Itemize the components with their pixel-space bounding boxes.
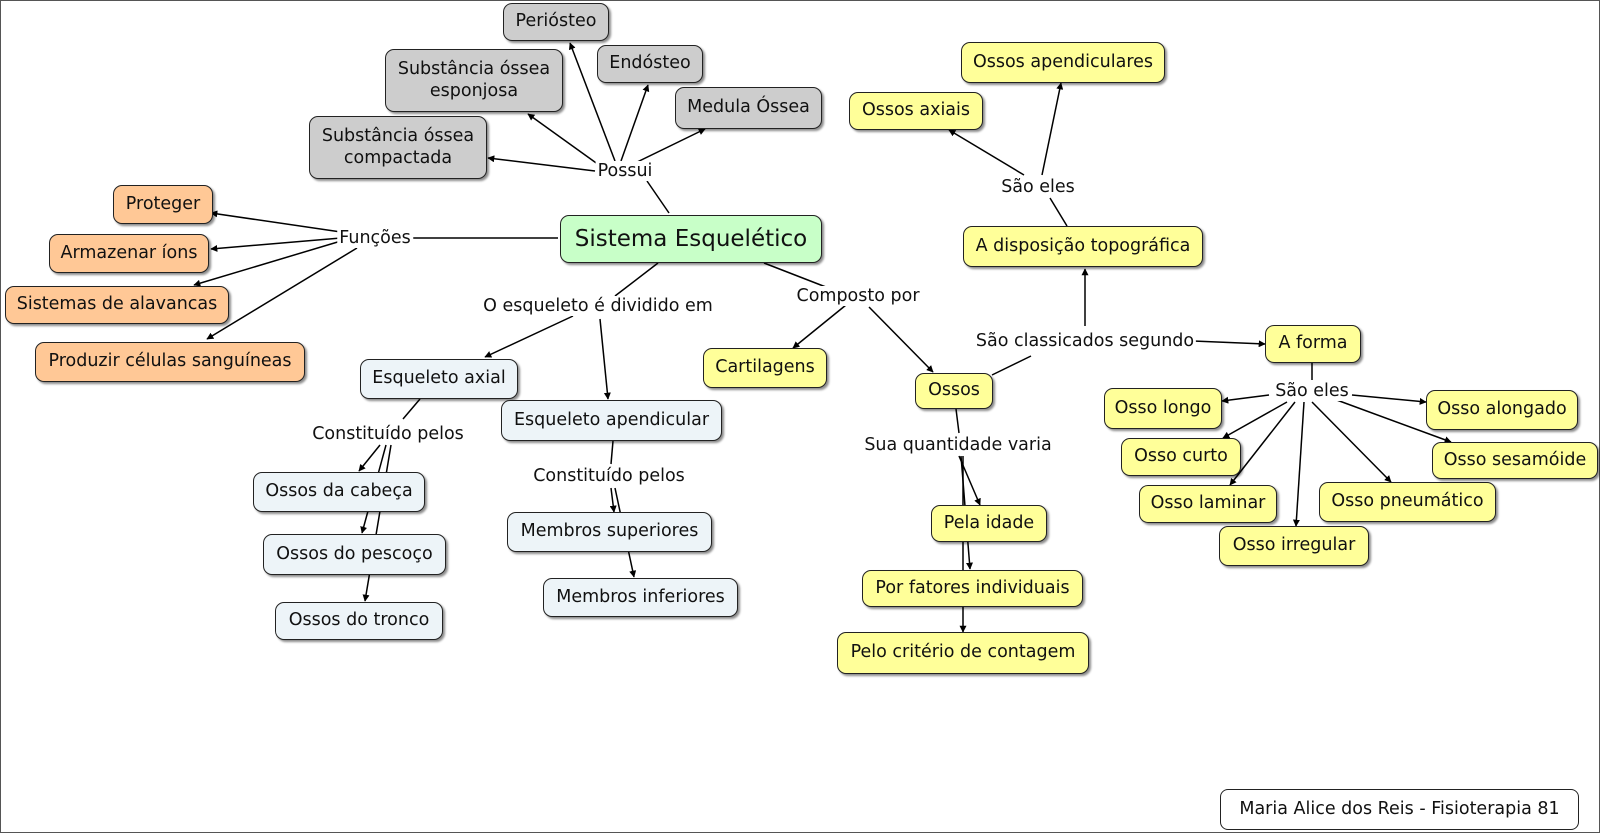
connector-line [955, 408, 960, 434]
link-label-constituido-apendicular: Constituído pelos [531, 466, 687, 486]
node-ossos-pescoco[interactable]: Ossos do pescoço [263, 534, 446, 575]
node-osso-longo[interactable]: Osso longo [1104, 388, 1222, 429]
connector-line [646, 180, 670, 214]
connector-line [402, 398, 421, 420]
node-proteger[interactable]: Proteger [113, 185, 213, 224]
connector-line [628, 128, 706, 167]
node-fatores-individuais[interactable]: Por fatores individuais [862, 570, 1083, 607]
node-osso-laminar[interactable]: Osso laminar [1139, 485, 1277, 523]
node-membros-inferiores[interactable]: Membros inferiores [543, 578, 738, 617]
link-label-composto: Composto por [794, 286, 922, 306]
node-a-forma[interactable]: A forma [1265, 325, 1361, 363]
connector-line [1311, 401, 1392, 483]
connector-line [792, 304, 847, 349]
connector-line [868, 306, 934, 373]
node-periosteo[interactable]: Periósteo [503, 3, 609, 41]
connector-line [610, 440, 614, 465]
connector-line [1333, 398, 1452, 444]
node-criterio-contagem[interactable]: Pelo critério de contagem [837, 632, 1089, 674]
connector-line [1049, 197, 1068, 227]
connector-line [487, 155, 596, 172]
node-membros-superiores[interactable]: Membros superiores [507, 512, 712, 552]
connector-line [1222, 401, 1288, 439]
connector-line [614, 262, 659, 297]
connector-line [620, 84, 650, 162]
node-substancia-esponjosa[interactable]: Substância óssea esponjosa [385, 49, 563, 112]
node-ossos[interactable]: Ossos [915, 373, 993, 409]
connector-line [568, 42, 616, 162]
connector-line [948, 129, 1025, 176]
connector-line [193, 240, 342, 287]
link-label-constituido-axial: Constituído pelos [310, 424, 466, 444]
connector-line [763, 262, 832, 290]
connector-line [609, 487, 617, 513]
connector-line [527, 113, 600, 166]
link-label-sao-eles-forma: São eles [1273, 381, 1351, 401]
connector-line [1041, 82, 1064, 176]
node-armazenar-ions[interactable]: Armazenar íons [49, 234, 209, 273]
connector-line [1351, 394, 1427, 405]
connector-line [1229, 401, 1296, 486]
connector-line [484, 315, 574, 358]
node-osso-alongado[interactable]: Osso alongado [1426, 390, 1578, 430]
connector-line [358, 444, 381, 472]
node-disposicao-topografica[interactable]: A disposição topográfica [963, 226, 1203, 267]
link-label-quantidade: Sua quantidade varia [862, 435, 1054, 455]
link-label-possui: Possui [595, 161, 655, 181]
connector-line [991, 355, 1032, 376]
connector-line [1292, 401, 1305, 527]
node-cartilagens[interactable]: Cartilagens [703, 348, 827, 388]
node-ossos-tronco[interactable]: Ossos do tronco [275, 602, 443, 640]
connector-line [206, 247, 358, 340]
connector-line [362, 444, 392, 602]
link-label-funcoes: Funções [337, 228, 413, 248]
link-label-sao-eles-topografica: São eles [999, 177, 1077, 197]
node-esqueleto-apendicular[interactable]: Esqueleto apendicular [501, 400, 722, 441]
link-label-dividido: O esqueleto é dividido em [481, 296, 715, 316]
root-node[interactable]: Sistema Esquelético [560, 215, 822, 263]
connector-line [210, 237, 342, 252]
node-osso-pneumatico[interactable]: Osso pneumático [1319, 482, 1496, 522]
connector-line [599, 318, 611, 400]
node-osso-curto[interactable]: Osso curto [1121, 438, 1241, 476]
node-sistemas-alavancas[interactable]: Sistemas de alavancas [5, 286, 229, 324]
node-ossos-cabeca[interactable]: Ossos da cabeça [253, 472, 425, 512]
node-substancia-compactada[interactable]: Substância óssea compactada [309, 116, 487, 179]
node-esqueleto-axial[interactable]: Esqueleto axial [360, 359, 518, 399]
node-pela-idade[interactable]: Pela idade [931, 505, 1047, 542]
node-ossos-apendiculares[interactable]: Ossos apendiculares [961, 42, 1165, 83]
node-ossos-axiais[interactable]: Ossos axiais [849, 92, 983, 130]
node-medula-ossea[interactable]: Medula Óssea [675, 87, 822, 129]
node-osso-sesamoide[interactable]: Osso sesamóide [1432, 442, 1598, 479]
node-endosteo[interactable]: Endósteo [597, 45, 703, 83]
node-produzir-celulas[interactable]: Produzir células sanguíneas [35, 342, 305, 382]
link-label-classificados: São classicados segundo [973, 331, 1197, 351]
node-osso-irregular[interactable]: Osso irregular [1219, 526, 1369, 566]
connector-line [210, 210, 342, 233]
connector-line [1221, 394, 1270, 404]
credit-box: Maria Alice dos Reis - Fisioterapia 81 [1220, 789, 1579, 830]
connector-line [1192, 340, 1266, 348]
